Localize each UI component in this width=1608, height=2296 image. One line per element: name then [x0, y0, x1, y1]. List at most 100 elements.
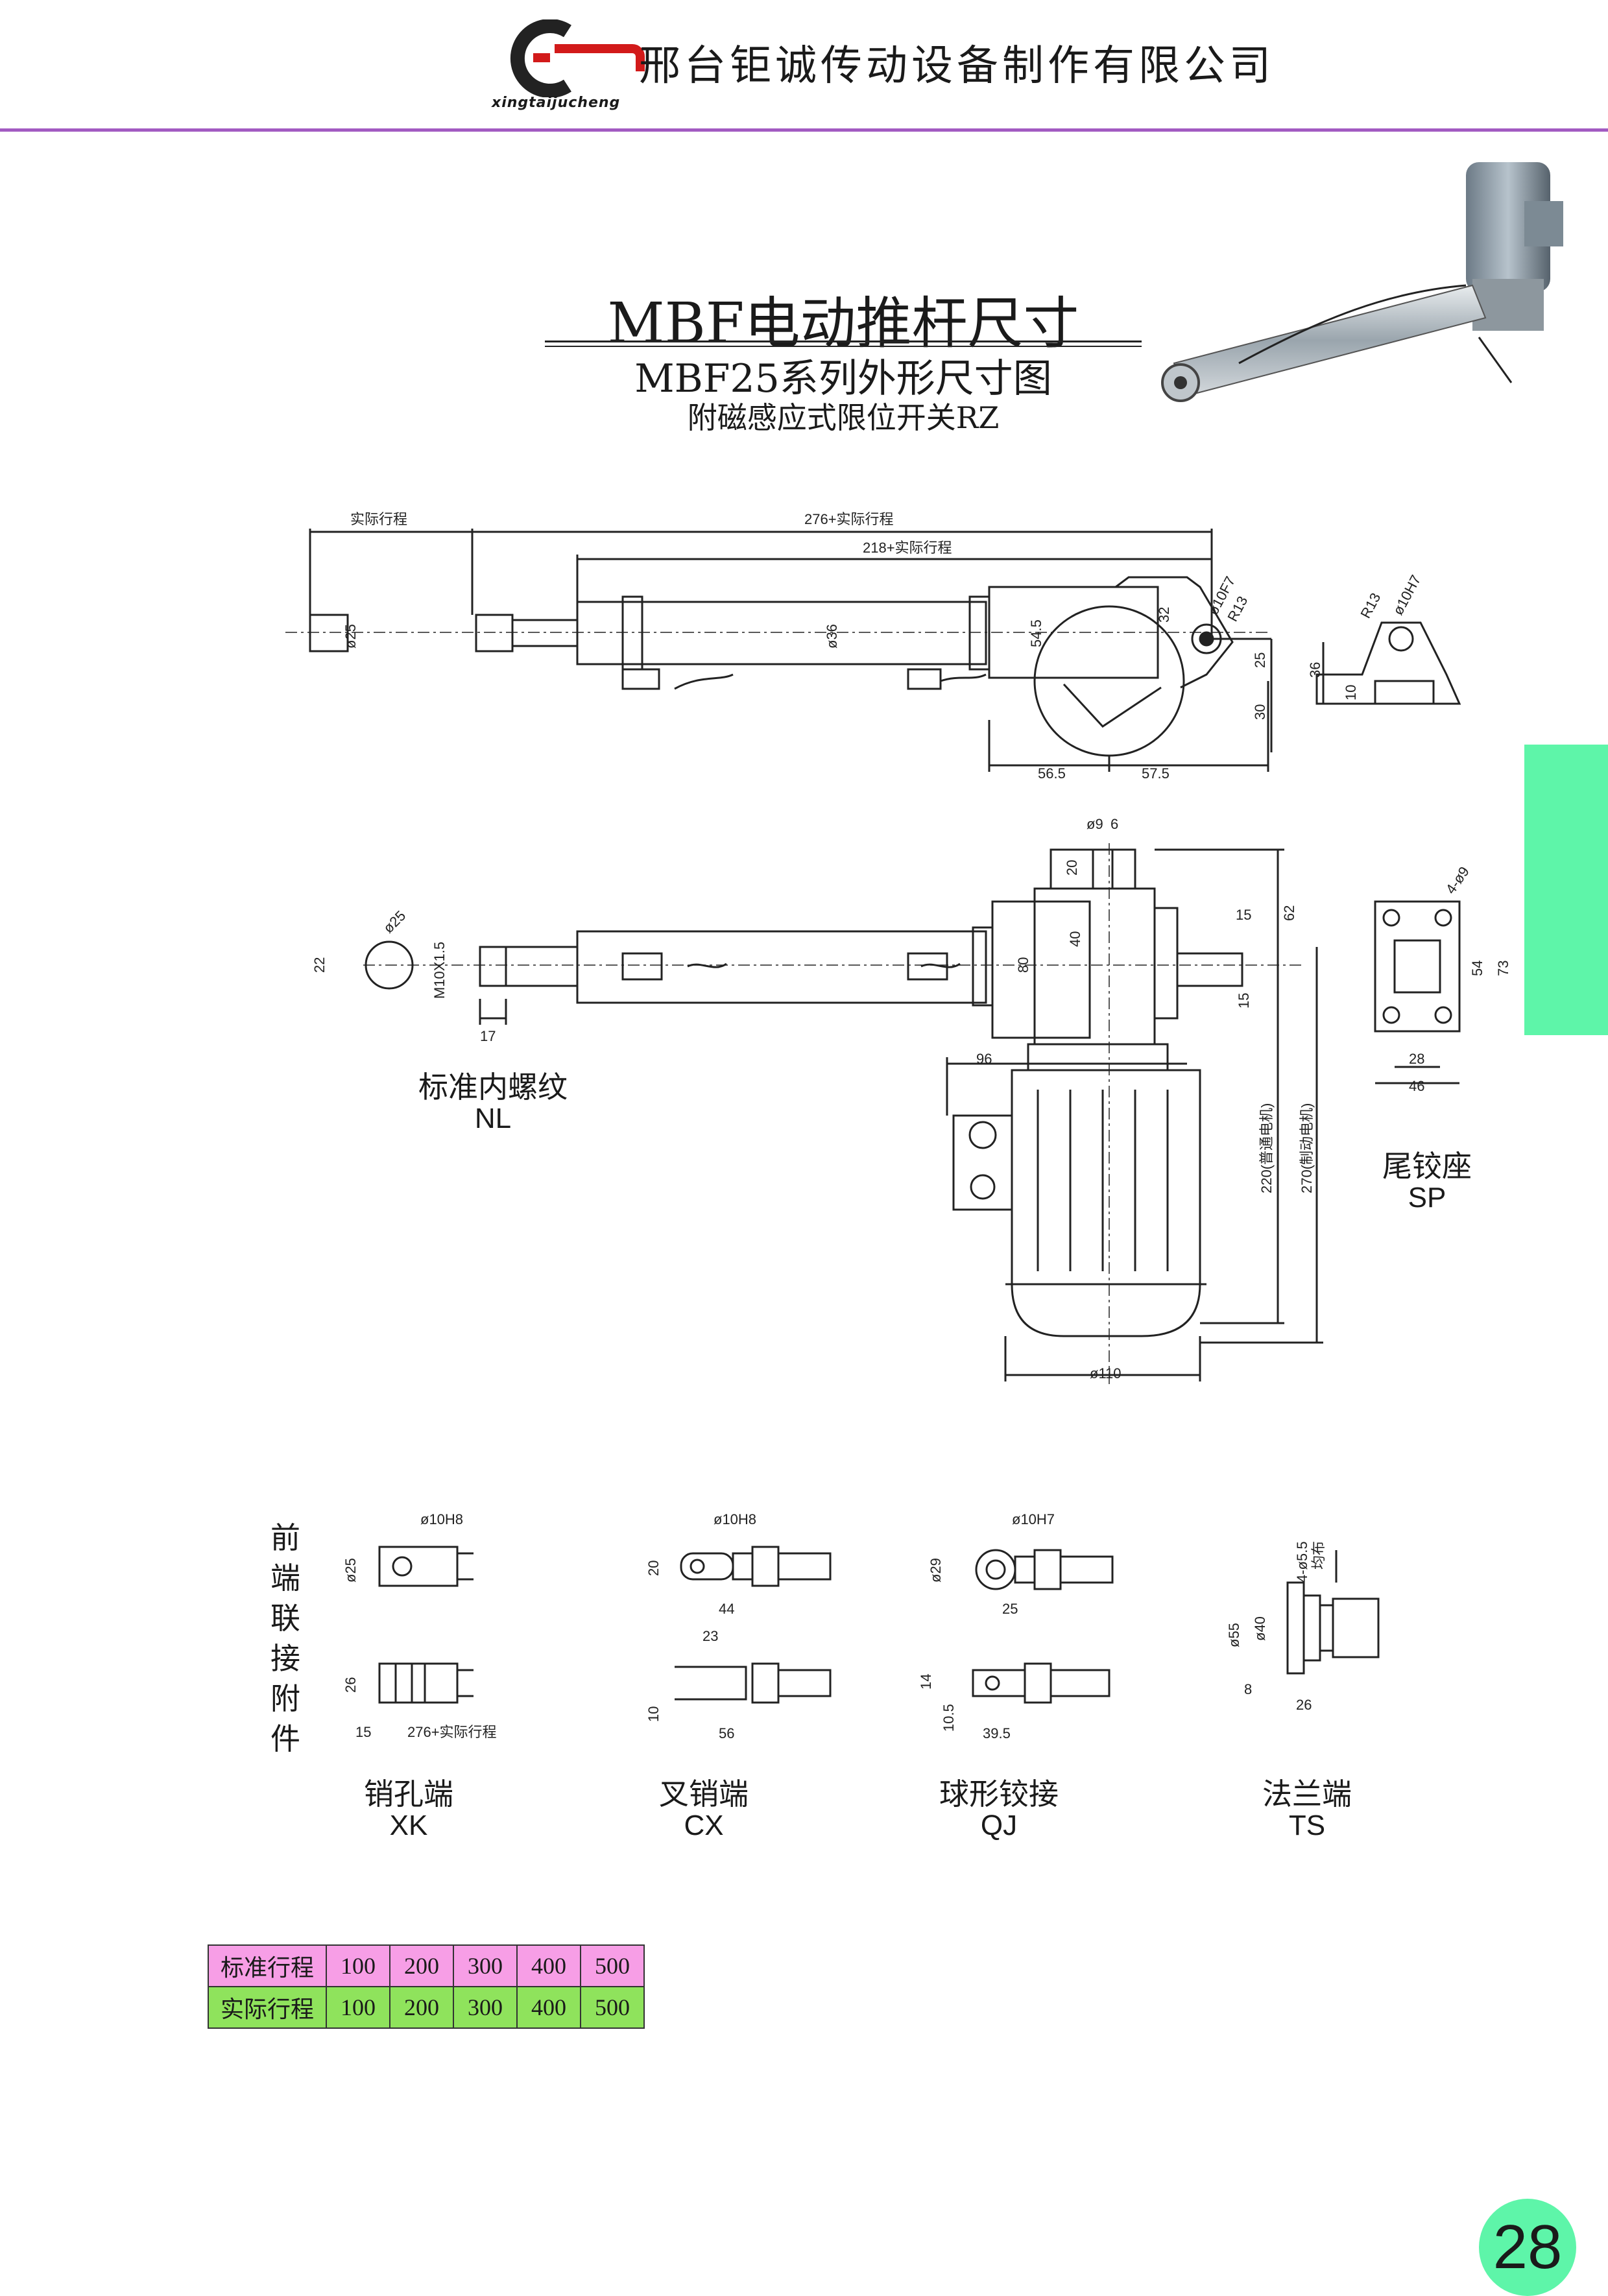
- front-attach-char: 附: [270, 1681, 300, 1716]
- cx-dim-a: 23: [702, 1628, 718, 1644]
- dim-276: 276+实际行程: [804, 511, 894, 527]
- dim-phi9: ø9: [1086, 816, 1103, 832]
- table-cell: 500: [580, 1944, 645, 1987]
- dim-30: 30: [1252, 704, 1268, 720]
- qj-dim-b: 10.5: [941, 1704, 957, 1732]
- attach-cx-code: CX: [684, 1810, 724, 1841]
- page-note: 附磁感应式限位开关RZ: [687, 400, 1000, 435]
- front-attach-label: 前 端 联 接 附 件: [266, 1518, 305, 1759]
- xk-dim-low: 26: [342, 1677, 359, 1693]
- label-sp-cn: 尾铰座: [1382, 1149, 1472, 1184]
- stroke-table: 标准行程 100 200 300 400 500 实际行程 100 200 30…: [208, 1944, 645, 2029]
- ts-dim-a: 8: [1244, 1681, 1252, 1697]
- dim-54: 54: [1469, 961, 1485, 976]
- dim-20: 20: [1064, 860, 1080, 876]
- front-attach-char: 端: [270, 1561, 300, 1596]
- header-divider: [0, 128, 1608, 132]
- dim-15-a: 15: [1236, 907, 1251, 923]
- table-row: 标准行程 100 200 300 400 500: [208, 1944, 645, 1987]
- cx-dim-top: ø10H8: [714, 1511, 756, 1527]
- dim-4-phi9: 4-ø9: [1443, 863, 1472, 896]
- dim-phi36: ø36: [824, 624, 840, 649]
- table-cell: 300: [453, 1986, 518, 2029]
- attach-ts-cn: 法兰端: [1262, 1776, 1352, 1812]
- product-photo: [1161, 162, 1563, 402]
- ts-dim-b: 26: [1296, 1697, 1312, 1713]
- dim-17: 17: [480, 1028, 496, 1044]
- cx-dim-side: 20: [645, 1561, 662, 1576]
- cylinder-tube: [576, 601, 987, 665]
- dim-28: 28: [1409, 1051, 1424, 1067]
- cx-dim-c: 10: [645, 1706, 662, 1722]
- table-cell: 500: [580, 1986, 645, 2029]
- cx-dim-b: 56: [719, 1725, 734, 1741]
- logo-wordmark: xingtaijucheng: [492, 95, 621, 111]
- qj-dim-side: ø29: [928, 1558, 944, 1583]
- dim-25-top: 25: [1252, 652, 1268, 668]
- dim-62: 62: [1281, 905, 1297, 921]
- dim-220: 220(普通电机): [1258, 1103, 1275, 1193]
- company-name: 邢台钜诚传动设备制作有限公司: [639, 42, 1275, 90]
- dim-actual-stroke: 实际行程: [350, 511, 407, 527]
- dim-46: 46: [1409, 1078, 1424, 1094]
- dim-96: 96: [976, 1051, 992, 1067]
- ts-dim-top: 4-ø5.5: [1294, 1541, 1310, 1583]
- table-cell: 100: [326, 1986, 390, 2029]
- label-nl-code: NL: [474, 1103, 512, 1134]
- dim-36: 36: [1307, 662, 1323, 678]
- dim-40: 40: [1067, 931, 1083, 947]
- table-cell: 100: [326, 1944, 390, 1987]
- title-underline-2: [545, 346, 1142, 347]
- page-subtitle: MBF25系列外形尺寸图: [634, 356, 1052, 401]
- qj-dim-low: 25: [1002, 1601, 1018, 1617]
- dim-6: 6: [1110, 816, 1118, 832]
- table-header-actual: 实际行程: [208, 1986, 327, 2029]
- title-underline: [545, 341, 1142, 342]
- technical-drawing: 实际行程 276+实际行程 218+实际行程 ø25 ø36 54.5 32 ø…: [285, 511, 1511, 1388]
- front-attach-char: 件: [270, 1721, 300, 1756]
- dim-56-5: 56.5: [1038, 765, 1066, 782]
- dim-phi25-top: ø25: [342, 624, 359, 649]
- table-cell: 200: [389, 1944, 454, 1987]
- label-sp-code: SP: [1408, 1182, 1446, 1214]
- side-tab: [1524, 745, 1608, 1035]
- attach-ts-code: TS: [1288, 1810, 1326, 1841]
- dim-54-5: 54.5: [1028, 619, 1044, 647]
- attach-cx-cn: 叉销端: [659, 1776, 749, 1812]
- qj-dim-top: ø10H7: [1012, 1511, 1055, 1527]
- dim-218: 218+实际行程: [863, 540, 952, 556]
- dim-r13-sp: R13: [1357, 590, 1384, 621]
- table-header-standard: 标准行程: [208, 1944, 327, 1987]
- dim-10: 10: [1343, 685, 1359, 700]
- cx-dim-low: 44: [719, 1601, 734, 1617]
- attachment-drawings: ø10H8 ø25 26 15 276+实际行程 ø10H8 20 44 23 …: [342, 1511, 1380, 1741]
- page-title: MBF电动推杆尺寸: [607, 291, 1079, 356]
- front-attach-char: 接: [270, 1641, 300, 1676]
- piston-rod: [511, 619, 579, 647]
- attach-qj-code: QJ: [980, 1810, 1018, 1841]
- dim-phi25-nl: ø25: [380, 907, 409, 936]
- ts-dim-note: 均布: [1310, 1541, 1326, 1570]
- dim-270: 270(制动电机): [1299, 1103, 1315, 1193]
- rod-end-mid: [475, 614, 514, 652]
- attach-xk-cn: 销孔端: [364, 1776, 453, 1812]
- dim-32: 32: [1156, 607, 1172, 623]
- table-cell: 400: [516, 1986, 581, 2029]
- ts-dim-side2: ø40: [1252, 1616, 1268, 1641]
- xk-dim-b: 276+实际行程: [407, 1724, 497, 1740]
- front-attach-char: 前: [270, 1520, 300, 1555]
- company-logo: [510, 19, 645, 97]
- qj-dim-c: 39.5: [983, 1725, 1011, 1741]
- page-number: 28: [1479, 2199, 1576, 2296]
- table-cell: 200: [389, 1986, 454, 2029]
- attach-xk-code: XK: [389, 1810, 428, 1841]
- label-nl-cn: 标准内螺纹: [418, 1070, 568, 1105]
- table-cell: 400: [516, 1944, 581, 1987]
- dim-73: 73: [1495, 961, 1511, 976]
- attach-qj-cn: 球形铰接: [939, 1776, 1059, 1812]
- front-attach-char: 联: [270, 1601, 300, 1636]
- dim-80: 80: [1015, 957, 1031, 973]
- table-cell: 300: [453, 1944, 518, 1987]
- dim-57-5: 57.5: [1142, 765, 1170, 782]
- qj-dim-a: 14: [918, 1674, 934, 1690]
